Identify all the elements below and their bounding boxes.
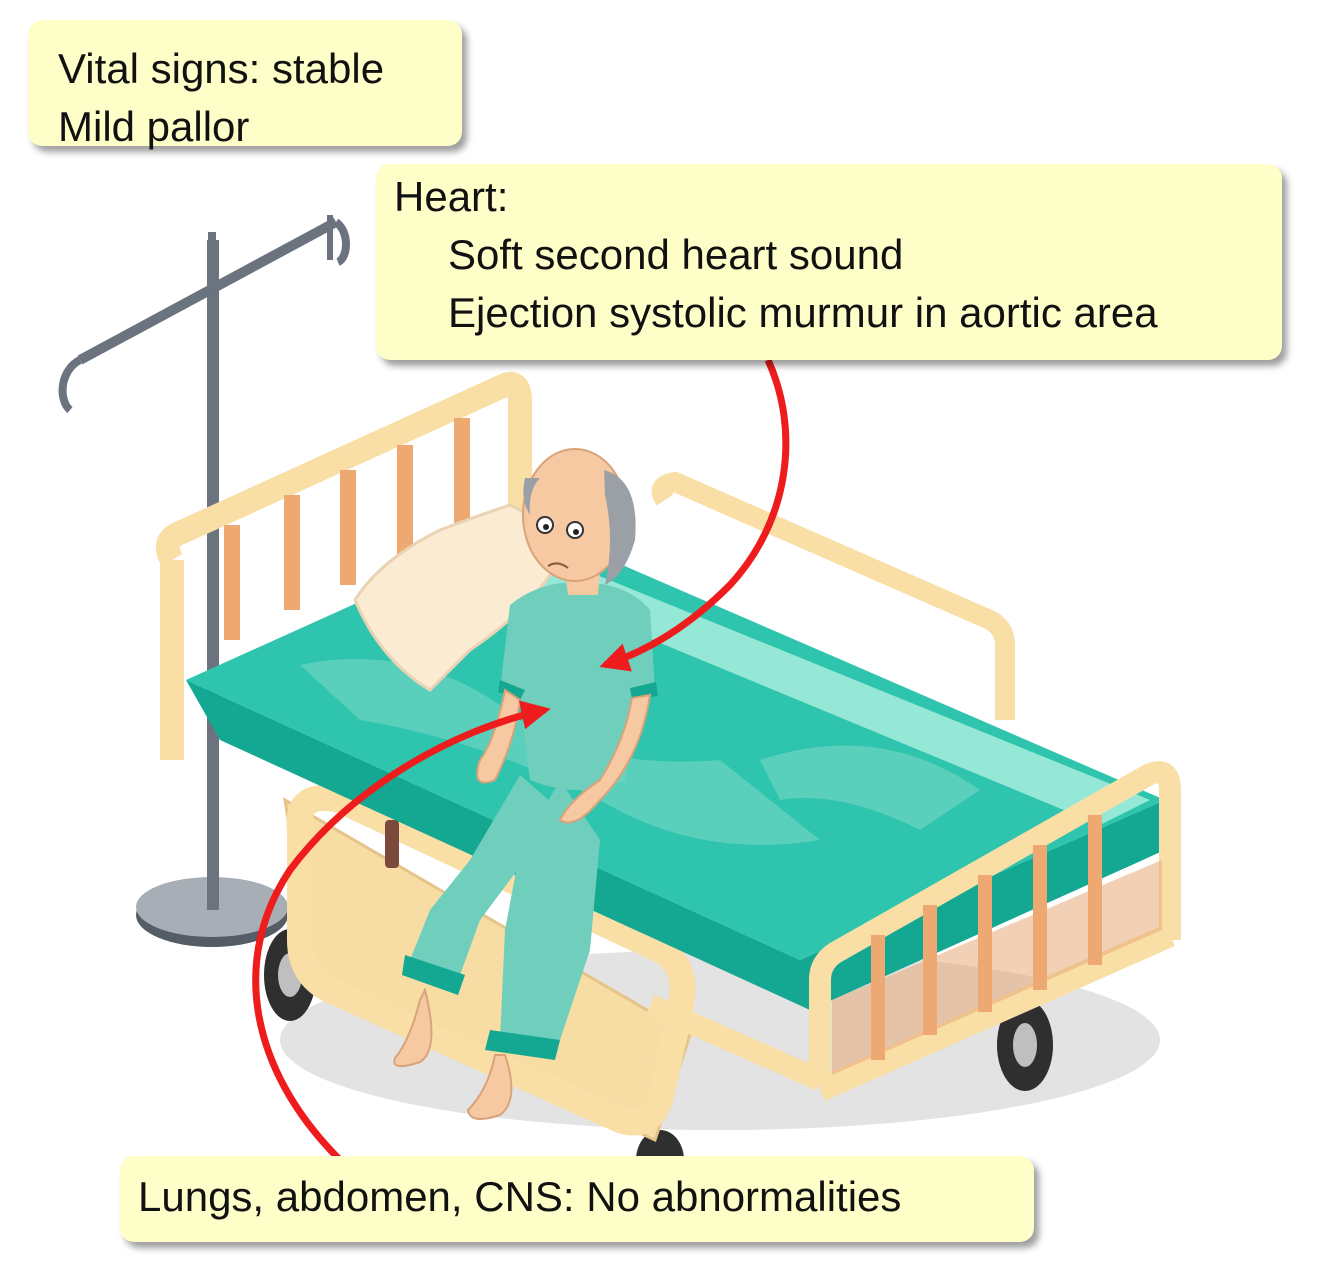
exam-callout: Lungs, abdomen, CNS: No abnormalities xyxy=(120,1156,1034,1242)
vitals-line: Vital signs: stable xyxy=(58,45,385,92)
pallor-line: Mild pallor xyxy=(58,103,250,150)
exam-text: Lungs, abdomen, CNS: No abnormalities xyxy=(138,1173,902,1220)
heart-heading: Heart: xyxy=(394,173,509,220)
hospital-bed-icon xyxy=(155,372,1181,1190)
heart-finding: Ejection systolic murmur in aortic area xyxy=(448,289,1158,336)
vital-signs-callout: Vital signs: stable Mild pallor xyxy=(28,20,462,150)
patient-icon xyxy=(393,448,658,1120)
heart-callout: Heart: Soft second heart sound Ejection … xyxy=(376,164,1282,360)
heart-arrow xyxy=(599,358,790,672)
exam-arrow xyxy=(252,700,551,1163)
iv-stand-icon xyxy=(58,215,350,947)
heart-finding: Soft second heart sound xyxy=(448,231,904,278)
